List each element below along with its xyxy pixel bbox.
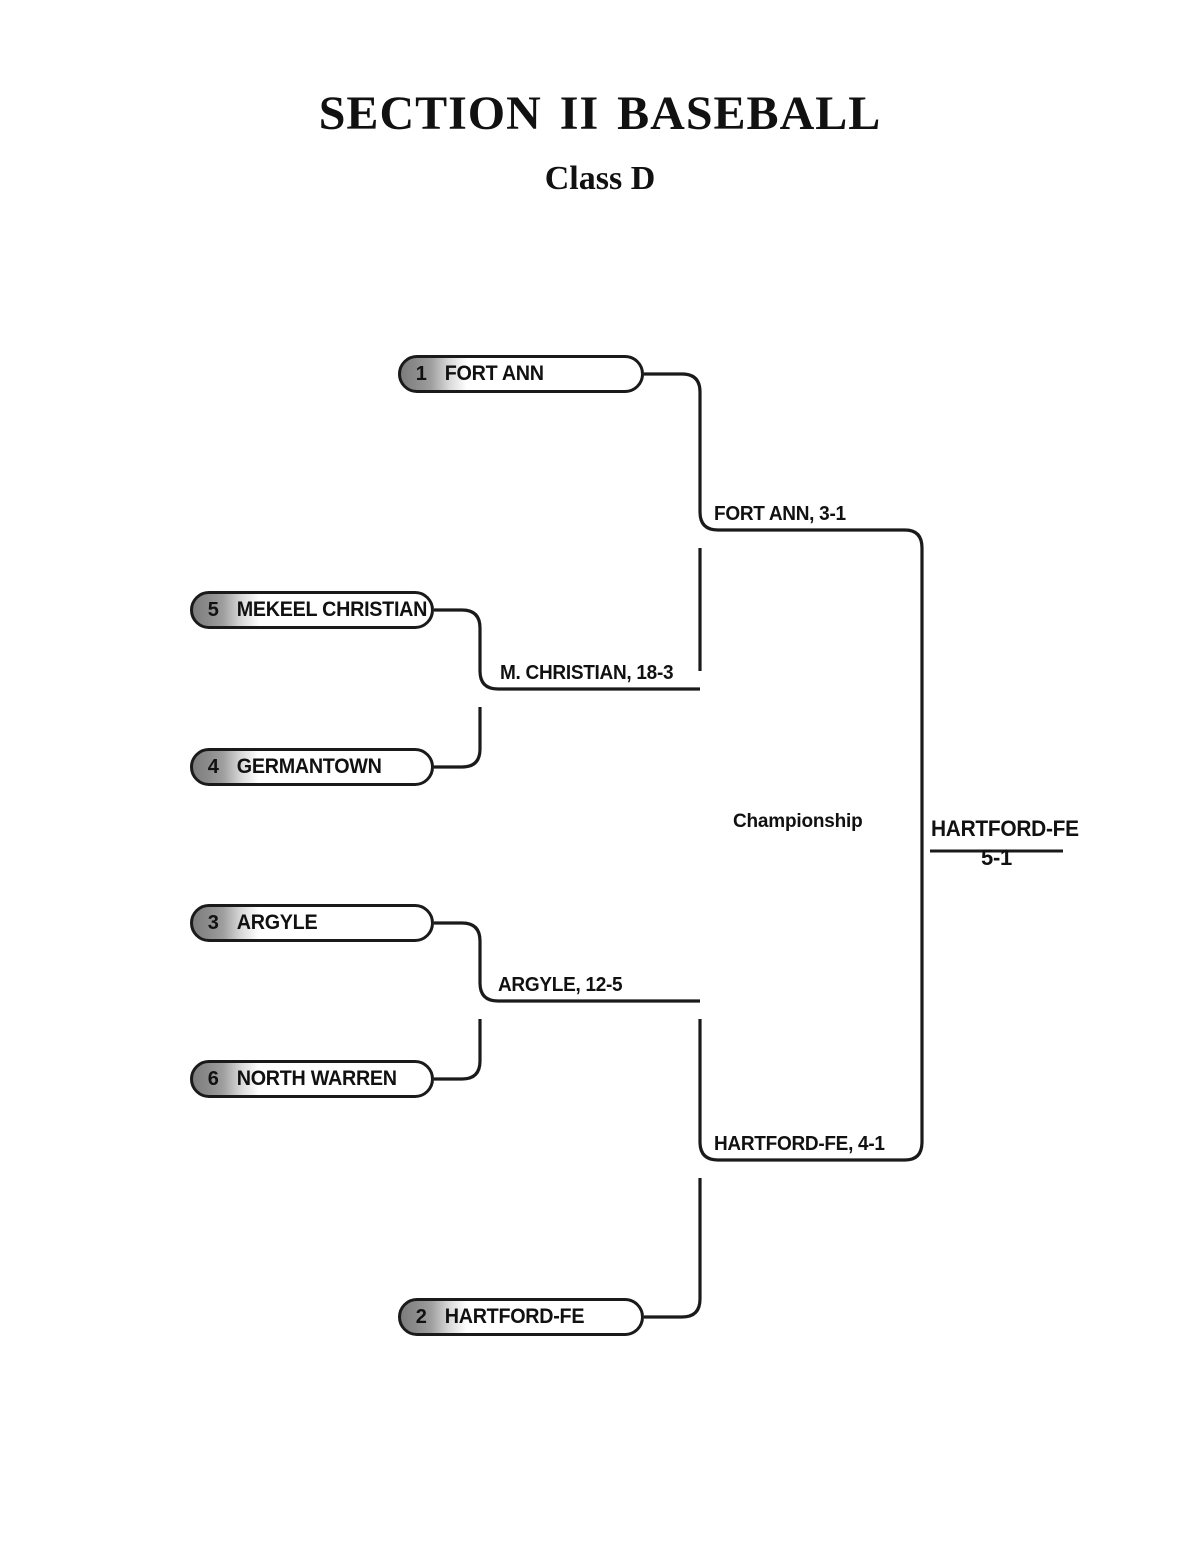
team-pill-fort-ann[interactable]: 1 FORT ANN (398, 355, 644, 393)
result-quarterfinal-bottom: ARGYLE, 12-5 (498, 974, 623, 996)
team-pill-hartford-fe[interactable]: 2 HARTFORD-FE (398, 1298, 644, 1336)
team-name: HARTFORD-FE (444, 1305, 585, 1328)
seed-number: 3 (207, 911, 219, 934)
team-pill-argyle[interactable]: 3 ARGYLE (190, 904, 434, 942)
page-subtitle: Class D (544, 160, 656, 197)
page-header: Section II Baseball Class D (0, 0, 1200, 196)
seed-number: 6 (207, 1067, 219, 1090)
team-name: MEKEEL CHRISTIAN (236, 598, 428, 621)
team-name: FORT ANN (444, 362, 544, 385)
page-title: Section II Baseball (318, 68, 882, 144)
seed-number: 5 (207, 598, 219, 621)
champion-name: HARTFORD-FE (931, 816, 1079, 841)
team-name: GERMANTOWN (236, 755, 382, 778)
team-name: ARGYLE (236, 911, 318, 934)
seed-number: 1 (415, 362, 427, 385)
team-name: NORTH WARREN (236, 1067, 397, 1090)
champion-score: 5-1 (981, 845, 1012, 870)
seed-number: 2 (415, 1305, 427, 1328)
result-semifinal-top: FORT ANN, 3-1 (714, 503, 846, 525)
team-pill-germantown[interactable]: 4 GERMANTOWN (190, 748, 434, 786)
round-label-championship: Championship (733, 811, 863, 832)
team-pill-mekeel-christian[interactable]: 5 MEKEEL CHRISTIAN (190, 591, 434, 629)
result-quarterfinal-top: M. CHRISTIAN, 18-3 (500, 662, 674, 684)
team-pill-north-warren[interactable]: 6 NORTH WARREN (190, 1060, 434, 1098)
result-semifinal-bottom: HARTFORD-FE, 4-1 (714, 1133, 885, 1155)
seed-number: 4 (207, 755, 219, 778)
